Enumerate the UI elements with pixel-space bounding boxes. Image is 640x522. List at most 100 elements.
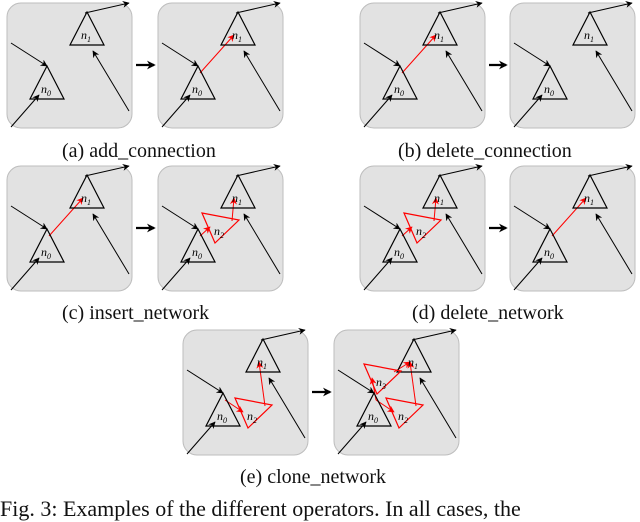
context-edge — [437, 0, 483, 14]
edge-n2-n1 — [229, 197, 237, 222]
node-n1 — [422, 10, 458, 46]
node-n0 — [356, 391, 392, 427]
node-n1 — [422, 173, 458, 209]
node-label-n1: n1 — [584, 191, 594, 207]
context-edge — [363, 94, 393, 128]
node-label-n1: n1 — [584, 28, 594, 44]
context-edge — [595, 50, 633, 112]
edge-n2-n1 — [256, 361, 266, 407]
context-edge — [587, 163, 633, 177]
context-edge — [419, 377, 457, 439]
edge-n0-n1 — [401, 34, 437, 74]
panel-background — [333, 329, 460, 456]
context-edge — [10, 94, 40, 128]
node-label-n0: n0 — [394, 245, 404, 261]
context-edge — [513, 94, 543, 128]
panel-background — [157, 2, 284, 129]
node-label-n0: n0 — [192, 82, 202, 98]
context-edge — [10, 257, 40, 291]
edge-n0-n1 — [199, 34, 235, 74]
panel-d-before: n0 n1 n2 — [359, 163, 486, 292]
caption-b: (b) delete_connection — [398, 140, 572, 162]
node-label-n2: n2 — [398, 409, 408, 425]
node-label-n0: n0 — [394, 82, 404, 98]
context-edge — [595, 213, 633, 275]
node-label-n1: n1 — [232, 191, 242, 207]
context-edge — [10, 42, 48, 67]
context-edge — [445, 50, 483, 112]
node-n1 — [220, 10, 256, 46]
node-n0 — [532, 227, 568, 263]
node-n1 — [572, 173, 608, 209]
node-n1 — [69, 10, 105, 46]
node-label-n0: n0 — [192, 245, 202, 261]
node-label-n0: n0 — [41, 82, 51, 98]
caption-d: (d) delete_network — [412, 302, 564, 324]
node-n0 — [382, 227, 418, 263]
node-label-n0: n0 — [544, 82, 554, 98]
context-edge — [337, 369, 375, 394]
panel-d-after: n0 n1 — [509, 163, 636, 292]
edge-n2-n1 — [407, 361, 417, 407]
node-label-n0: n0 — [41, 245, 51, 261]
node-n1 — [396, 337, 432, 373]
node-label-n3: n3 — [376, 375, 386, 391]
node-n1 — [572, 10, 608, 46]
context-edge — [186, 421, 216, 455]
edge-n2-n1 — [431, 197, 439, 222]
node-n0 — [382, 64, 418, 100]
node-label-n0: n0 — [217, 409, 227, 425]
panel-background — [359, 2, 486, 129]
node-label-n1: n1 — [81, 28, 91, 44]
context-edge — [445, 213, 483, 275]
node-n2 — [233, 397, 274, 430]
context-edge — [363, 42, 401, 67]
figure-caption: Fig. 3: Examples of the different operat… — [0, 496, 521, 521]
node-n0 — [205, 391, 241, 427]
node-label-n1: n1 — [257, 355, 267, 371]
context-edge — [161, 205, 199, 230]
node-label-n1: n1 — [408, 355, 418, 371]
context-edge — [243, 213, 281, 275]
node-n0 — [29, 227, 65, 263]
context-edge — [186, 369, 224, 394]
node-label-n2: n2 — [214, 224, 224, 240]
panel-e-before: n0 n1 n2 — [182, 327, 309, 456]
panel-a-after: n0 n1 — [157, 0, 284, 129]
node-label-n2: n2 — [416, 224, 426, 240]
context-edge — [513, 205, 551, 230]
context-edge — [437, 163, 483, 177]
node-n2 — [200, 212, 241, 245]
panel-background — [509, 165, 636, 292]
node-n0 — [180, 227, 216, 263]
context-edge — [161, 94, 191, 128]
node-label-n1: n1 — [434, 28, 444, 44]
panel-background — [359, 165, 486, 292]
context-edge — [363, 205, 401, 230]
context-edge — [268, 377, 306, 439]
panel-background — [6, 2, 133, 129]
node-label-n0: n0 — [544, 245, 554, 261]
context-edge — [235, 0, 281, 14]
node-label-n1: n1 — [232, 28, 242, 44]
context-edge — [92, 50, 130, 112]
node-n0 — [29, 64, 65, 100]
context-edge — [260, 327, 306, 341]
context-edge — [92, 213, 130, 275]
panel-b-after: n0 n1 — [509, 0, 636, 129]
panel-c-after: n0 n1 n2 — [157, 163, 284, 292]
edge-n0-n1 — [48, 197, 84, 237]
panel-b-before: n0 n1 — [359, 0, 486, 129]
context-edge — [411, 327, 457, 341]
panel-background — [182, 329, 309, 456]
node-n0 — [180, 64, 216, 100]
context-edge — [161, 257, 191, 291]
node-n2 — [384, 397, 425, 430]
node-label-n2: n2 — [247, 409, 257, 425]
context-edge — [84, 163, 130, 177]
node-label-n1: n1 — [434, 191, 444, 207]
caption-c: (c) insert_network — [62, 302, 210, 324]
panel-a-before: n0 n1 — [6, 0, 133, 129]
